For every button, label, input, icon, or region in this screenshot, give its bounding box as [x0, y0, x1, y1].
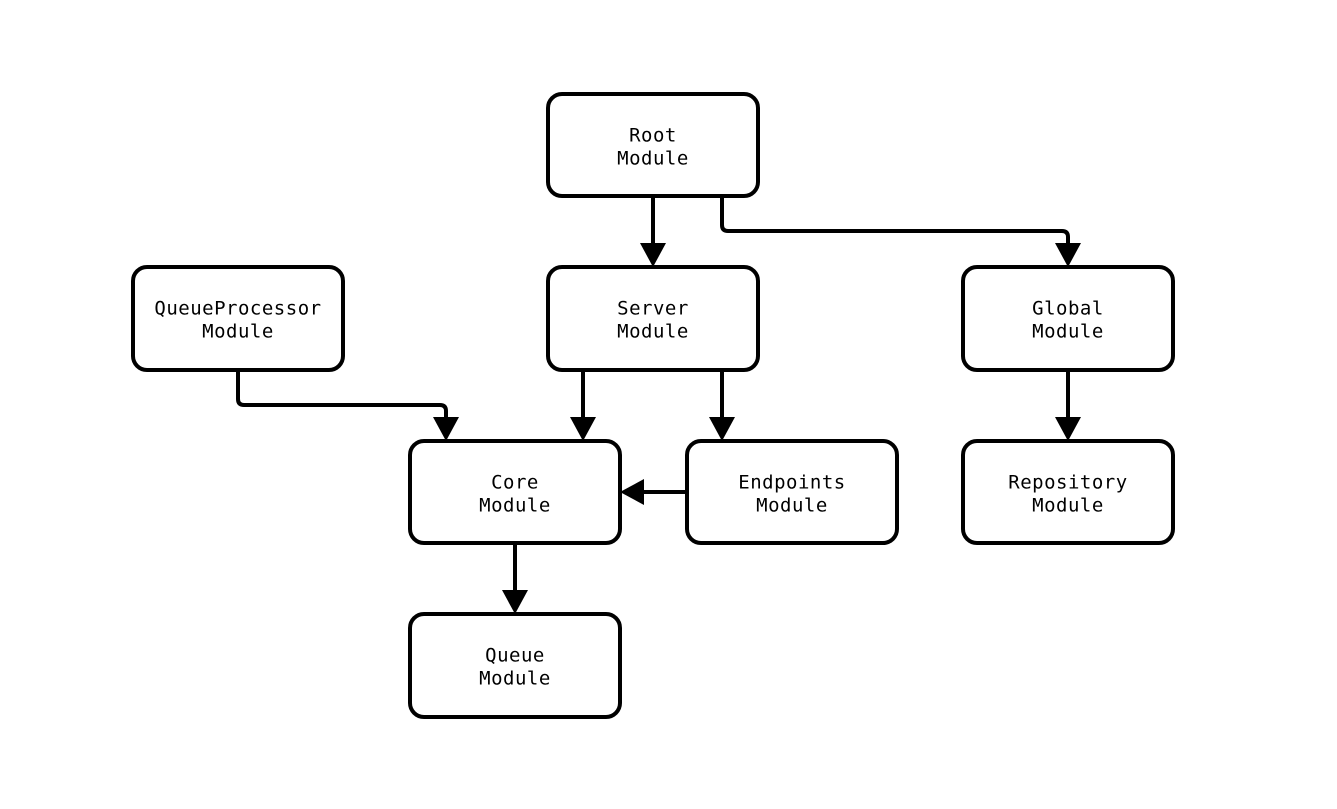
edge-root-to-global-line [720, 196, 1070, 248]
node-server-module[interactable]: Server Module [546, 265, 760, 372]
node-queueprocessor-module[interactable]: QueueProcessor Module [131, 265, 345, 372]
node-repository-module-label-line2: Module [1032, 495, 1104, 517]
node-core-module-label-line1: Core [491, 472, 539, 494]
edge-server-to-endpoints-arrowhead [709, 417, 735, 441]
edge-layer [236, 196, 1081, 614]
edge-queueprocessor-to-core-line [236, 370, 448, 422]
node-endpoints-module-box[interactable] [685, 439, 899, 545]
edge-core-to-queue [502, 543, 528, 614]
node-queueprocessor-module-label-line1: QueueProcessor [154, 298, 321, 320]
node-endpoints-module-label-line2: Module [756, 495, 828, 517]
edge-queueprocessor-to-core-arrowhead [433, 417, 459, 441]
node-endpoints-module[interactable]: Endpoints Module [685, 439, 899, 545]
node-global-module-box[interactable] [961, 265, 1175, 372]
node-server-module-box[interactable] [546, 265, 760, 372]
edge-root-to-server-arrowhead [640, 243, 666, 267]
node-global-module-label-line2: Module [1032, 321, 1104, 343]
node-root-module-label-line2: Module [617, 148, 689, 170]
node-queueprocessor-module-box[interactable] [131, 265, 345, 372]
node-queue-module[interactable]: Queue Module [408, 612, 622, 719]
node-layer: Root Module QueueProcessor Module Server… [131, 92, 1175, 719]
edge-root-to-server [640, 196, 666, 267]
edge-global-to-repository-arrowhead [1055, 417, 1081, 441]
edge-queueprocessor-to-core [236, 370, 459, 441]
node-root-module[interactable]: Root Module [546, 92, 760, 198]
edge-root-to-global-arrowhead [1055, 243, 1081, 267]
edge-core-to-queue-arrowhead [502, 590, 528, 614]
node-repository-module[interactable]: Repository Module [961, 439, 1175, 545]
node-core-module[interactable]: Core Module [408, 439, 622, 545]
node-queue-module-label-line1: Queue [485, 645, 545, 667]
edge-root-to-global [720, 196, 1081, 267]
node-global-module[interactable]: Global Module [961, 265, 1175, 372]
node-queueprocessor-module-label-line2: Module [202, 321, 274, 343]
node-global-module-label-line1: Global [1032, 298, 1104, 320]
edge-endpoints-to-core-arrowhead [620, 479, 644, 505]
edge-global-to-repository [1055, 370, 1081, 441]
node-server-module-label-line2: Module [617, 321, 689, 343]
node-endpoints-module-label-line1: Endpoints [738, 472, 845, 494]
node-server-module-label-line1: Server [617, 298, 689, 320]
edge-server-to-endpoints [709, 370, 735, 441]
node-repository-module-label-line1: Repository [1008, 472, 1127, 494]
node-core-module-box[interactable] [408, 439, 622, 545]
edge-endpoints-to-core [620, 479, 687, 505]
node-repository-module-box[interactable] [961, 439, 1175, 545]
edge-server-to-core [570, 370, 596, 441]
node-queue-module-box[interactable] [408, 612, 622, 719]
node-root-module-label-line1: Root [629, 125, 677, 147]
node-core-module-label-line2: Module [479, 495, 551, 517]
edge-server-to-core-arrowhead [570, 417, 596, 441]
node-root-module-box[interactable] [546, 92, 760, 198]
node-queue-module-label-line2: Module [479, 668, 551, 690]
